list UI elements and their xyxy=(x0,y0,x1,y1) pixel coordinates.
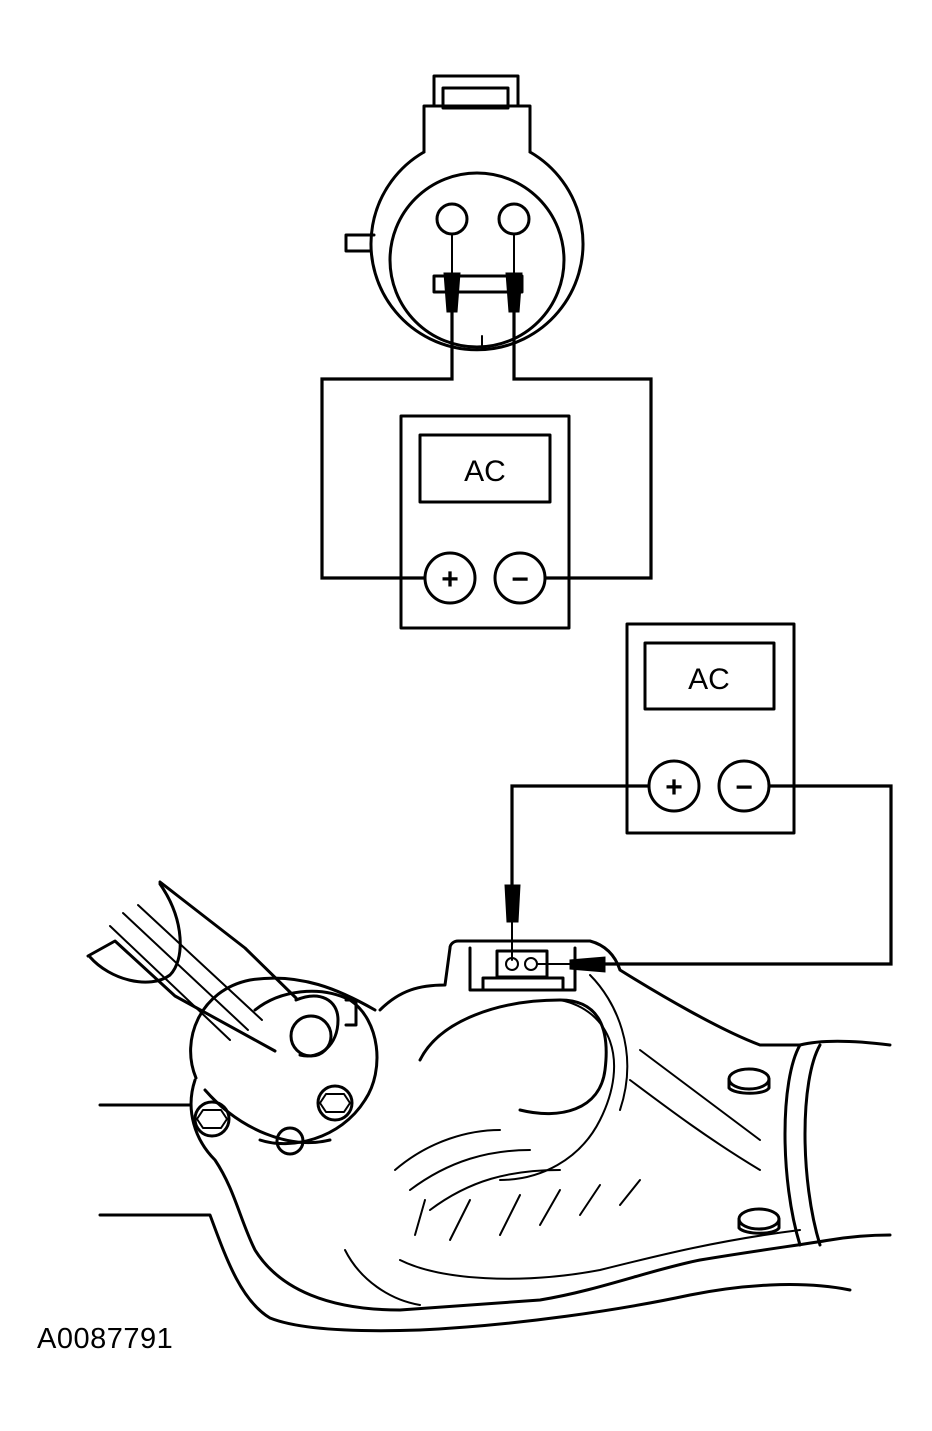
wires-top xyxy=(320,312,653,580)
axle-housing xyxy=(86,880,892,1333)
probe-horizontal xyxy=(569,956,606,973)
probe-vertical xyxy=(504,884,521,923)
probe-tip-right xyxy=(505,272,523,313)
multimeter-top: AC + − xyxy=(399,414,571,630)
fill-plug xyxy=(727,1067,771,1095)
bolt-left xyxy=(193,1100,231,1138)
meter-bottom-positive-symbol: + xyxy=(665,771,683,804)
pinion-nut xyxy=(289,1014,333,1058)
sensor-pin-left xyxy=(435,202,469,236)
wires-bottom xyxy=(504,784,893,973)
figure-id-label: A0087791 xyxy=(37,1323,174,1355)
bolt-right xyxy=(316,1084,354,1122)
meter-bottom-negative-symbol: − xyxy=(735,771,753,804)
meter-bottom-display xyxy=(643,641,776,711)
meter-bottom-display-text: AC xyxy=(688,663,730,696)
drain-plug xyxy=(737,1207,781,1235)
speed-sensor xyxy=(344,74,585,352)
multimeter-bottom: AC + − xyxy=(625,622,796,835)
sensor-port xyxy=(495,949,549,979)
meter-top-display xyxy=(418,433,552,504)
probe-tip-left xyxy=(443,272,461,313)
meter-top-negative-symbol: − xyxy=(511,563,529,596)
sensor-pin-right xyxy=(497,202,531,236)
meter-top-display-text: AC xyxy=(464,455,506,488)
meter-top-positive-symbol: + xyxy=(441,563,459,596)
